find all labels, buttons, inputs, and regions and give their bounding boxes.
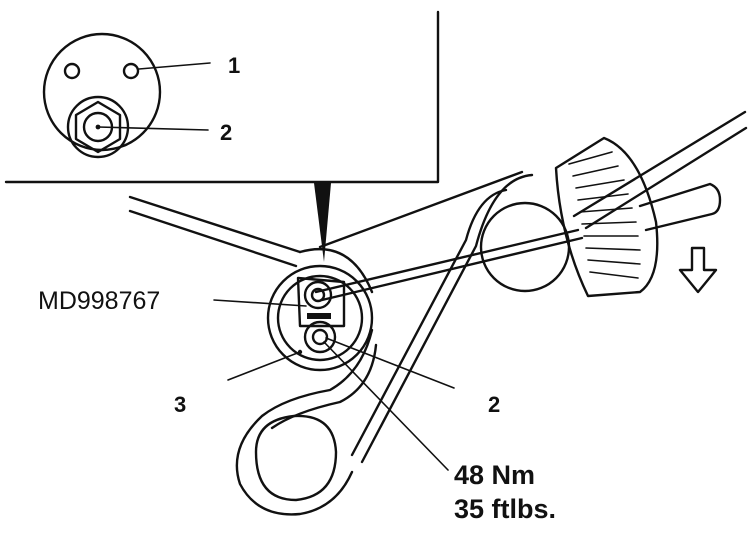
inset-pin-hole-right (122, 62, 140, 80)
callout-2: 2 (488, 392, 500, 417)
camshaft-pulley (479, 110, 748, 293)
inset-detail: 1 2 (4, 10, 440, 184)
inset-callout-2: 2 (220, 120, 232, 145)
tensioner-bolt-core (311, 328, 329, 346)
arrow-down-icon (678, 246, 718, 294)
wrench-serrations (568, 151, 641, 279)
tensioner-pulley (266, 264, 374, 372)
special-tool-body (296, 276, 346, 328)
inset-leader-2 (97, 126, 209, 131)
wrench-ratchet-head (554, 136, 659, 298)
inset-callout-1: 1 (228, 53, 240, 78)
inset-leader-1 (138, 62, 211, 70)
inset-pin-hole-left (63, 62, 81, 80)
tool-pin-upper (303, 280, 333, 310)
inset-pulley-face (42, 32, 162, 152)
timing-belt (128, 170, 534, 516)
inset-bolt-washer (66, 95, 130, 159)
callout-3: 3 (174, 392, 186, 417)
torque-wrench (314, 136, 722, 302)
torque-value-ftlbs: 35 ftlbs. (454, 494, 556, 524)
tensioner-assembly (266, 264, 374, 372)
tool-number-label: MD998767 (38, 287, 160, 315)
main-callouts: MD998767 3 2 48 Nm 35 ftlbs. (38, 287, 556, 524)
tensioner-inner-ring (276, 274, 364, 362)
inset-frame (4, 10, 440, 184)
tool-pin-upper-core (310, 287, 326, 303)
inset-bolt-hex (74, 100, 122, 154)
tensioner-bolt (303, 320, 337, 354)
view-pointer (314, 183, 331, 262)
wrench-handle (638, 182, 722, 232)
torque-value-nm: 48 Nm (454, 460, 535, 490)
